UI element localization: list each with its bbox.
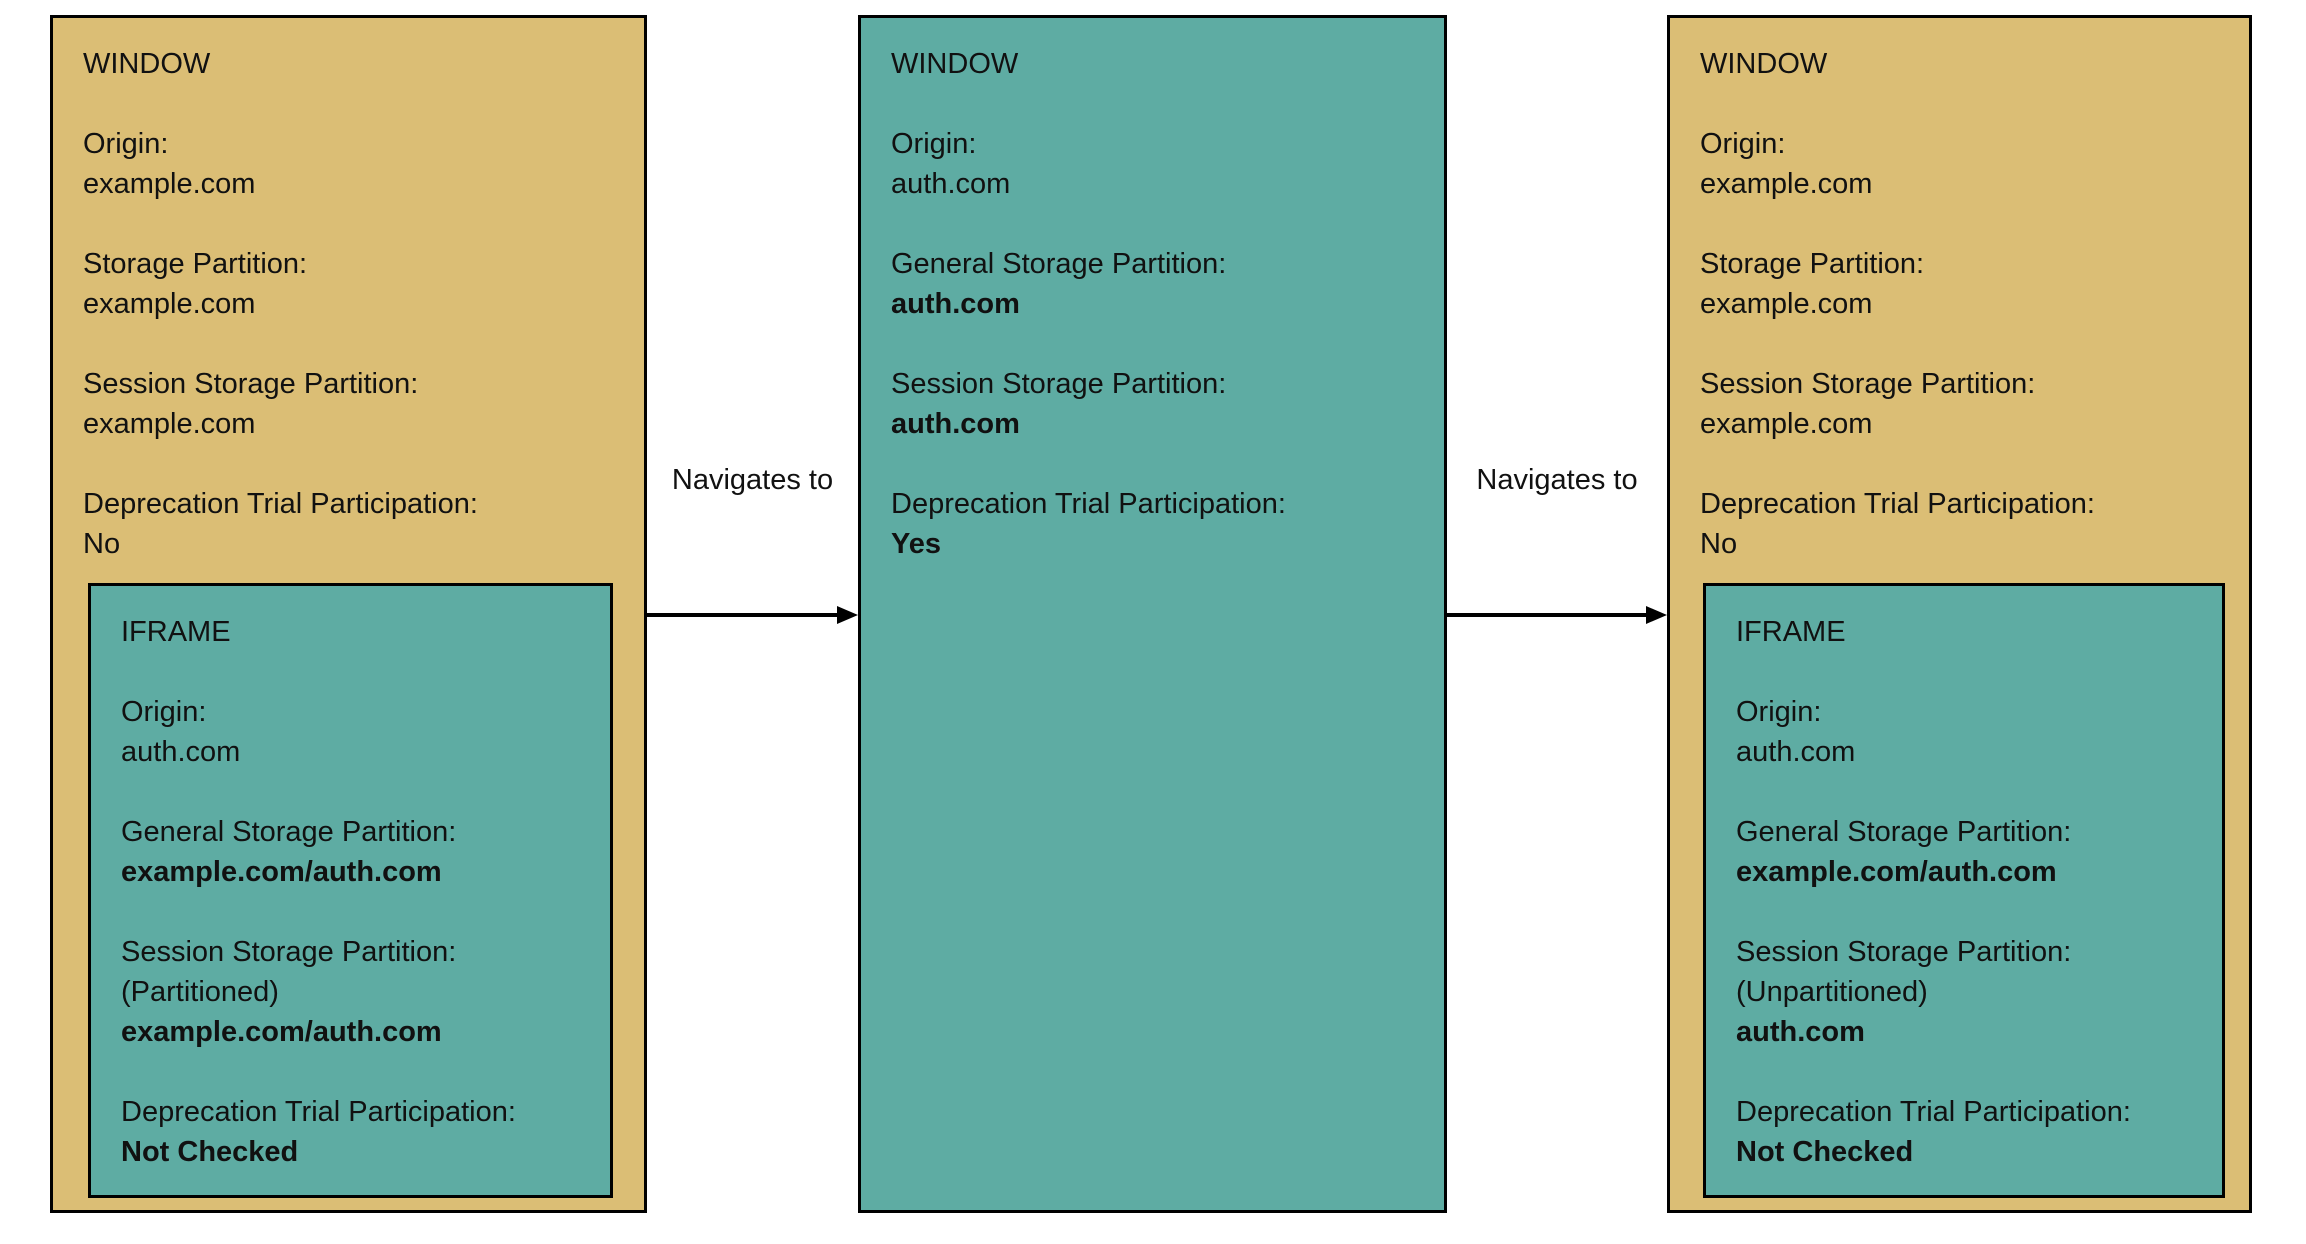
field-value: example.com	[1700, 168, 1873, 200]
field-session-storage-partition: Session Storage Partition: example.com	[1700, 364, 2219, 444]
field-value-qualifier: (Partitioned)	[121, 976, 279, 1008]
field-value: auth.com	[891, 168, 1011, 200]
field-value: example.com	[83, 288, 256, 320]
arrow-2-label: Navigates to	[1476, 464, 1638, 496]
field-session-storage-partition: Session Storage Partition: (Unpartitione…	[1736, 932, 2192, 1052]
field-storage-partition: Storage Partition: example.com	[1700, 244, 2219, 324]
field-label: Origin:	[891, 128, 977, 160]
field-label: Origin:	[83, 128, 169, 160]
field-label: Deprecation Trial Participation:	[83, 488, 478, 520]
arrow-1-label: Navigates to	[671, 464, 834, 496]
field-label: Session Storage Partition:	[1700, 368, 2036, 400]
field-storage-partition: Storage Partition: example.com	[83, 244, 614, 324]
field-value: Not Checked	[121, 1136, 299, 1168]
field-deprecation-trial: Deprecation Trial Participation: Not Che…	[1736, 1092, 2192, 1172]
iframe-box-3: IFRAME Origin: auth.com General Storage …	[1703, 583, 2225, 1198]
field-value: example.com	[1700, 408, 1873, 440]
field-general-storage-partition: General Storage Partition: example.com/a…	[1736, 812, 2192, 892]
field-value: No	[1700, 528, 1738, 560]
field-session-storage-partition: Session Storage Partition: (Partitioned)…	[121, 932, 580, 1052]
field-origin: Origin: example.com	[1700, 124, 2219, 204]
window-box-1: WINDOW Origin: example.com Storage Parti…	[50, 15, 647, 1213]
field-value-qualifier: (Unpartitioned)	[1736, 976, 1928, 1008]
field-deprecation-trial: Deprecation Trial Participation: Not Che…	[121, 1092, 580, 1172]
field-value: auth.com	[1736, 1016, 1865, 1048]
field-general-storage-partition: General Storage Partition: example.com/a…	[121, 812, 580, 892]
iframe-box-3-title: IFRAME	[1736, 616, 1846, 648]
field-label: Session Storage Partition:	[121, 936, 457, 968]
field-value: auth.com	[891, 408, 1020, 440]
field-label: Deprecation Trial Participation:	[1736, 1096, 2131, 1128]
arrow-2-line	[1447, 613, 1646, 617]
field-origin: Origin: auth.com	[891, 124, 1414, 204]
field-label: General Storage Partition:	[121, 816, 457, 848]
field-label: Deprecation Trial Participation:	[891, 488, 1286, 520]
field-label: Origin:	[1700, 128, 1786, 160]
field-label: Storage Partition:	[1700, 248, 1925, 280]
field-value: auth.com	[121, 736, 241, 768]
field-label: Session Storage Partition:	[891, 368, 1227, 400]
field-session-storage-partition: Session Storage Partition: auth.com	[891, 364, 1414, 444]
field-value: auth.com	[891, 288, 1020, 320]
field-label: Deprecation Trial Participation:	[1700, 488, 2095, 520]
field-label: Session Storage Partition:	[83, 368, 419, 400]
field-session-storage-partition: Session Storage Partition: example.com	[83, 364, 614, 444]
field-value: Yes	[891, 528, 941, 560]
iframe-box-1-title: IFRAME	[121, 616, 231, 648]
field-origin: Origin: auth.com	[121, 692, 580, 772]
field-value: example.com/auth.com	[121, 856, 442, 888]
field-value: example.com/auth.com	[1736, 856, 2057, 888]
window-box-3: WINDOW Origin: example.com Storage Parti…	[1667, 15, 2252, 1213]
window-box-1-title: WINDOW	[83, 48, 211, 80]
arrow-1-line	[647, 613, 837, 617]
field-label: Storage Partition:	[83, 248, 308, 280]
window-box-2-title: WINDOW	[891, 48, 1019, 80]
field-deprecation-trial: Deprecation Trial Participation: Yes	[891, 484, 1414, 564]
field-origin: Origin: example.com	[83, 124, 614, 204]
field-deprecation-trial: Deprecation Trial Participation: No	[1700, 484, 2219, 564]
field-label: General Storage Partition:	[891, 248, 1227, 280]
iframe-box-1: IFRAME Origin: auth.com General Storage …	[88, 583, 613, 1198]
arrow-2-head-icon	[1646, 606, 1667, 624]
field-deprecation-trial: Deprecation Trial Participation: No	[83, 484, 614, 564]
window-box-3-title: WINDOW	[1700, 48, 1828, 80]
field-value: example.com	[83, 168, 256, 200]
arrow-1-head-icon	[837, 606, 858, 624]
field-label: Origin:	[121, 696, 207, 728]
field-origin: Origin: auth.com	[1736, 692, 2192, 772]
field-value: Not Checked	[1736, 1136, 1914, 1168]
field-value: example.com	[83, 408, 256, 440]
field-label: General Storage Partition:	[1736, 816, 2072, 848]
field-label: Session Storage Partition:	[1736, 936, 2072, 968]
field-label: Deprecation Trial Participation:	[121, 1096, 516, 1128]
field-value: auth.com	[1736, 736, 1856, 768]
field-value: example.com/auth.com	[121, 1016, 442, 1048]
field-value: example.com	[1700, 288, 1873, 320]
field-value: No	[83, 528, 121, 560]
field-general-storage-partition: General Storage Partition: auth.com	[891, 244, 1414, 324]
window-box-2: WINDOW Origin: auth.com General Storage …	[858, 15, 1447, 1213]
field-label: Origin:	[1736, 696, 1822, 728]
